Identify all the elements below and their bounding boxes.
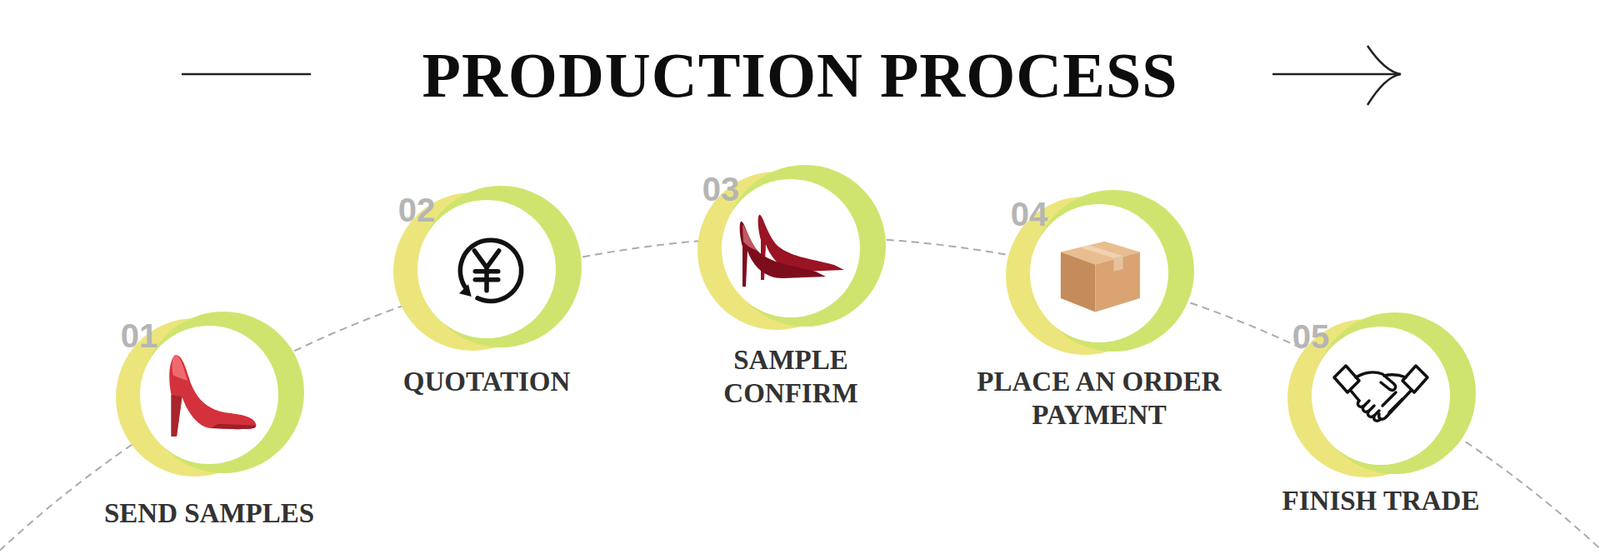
ring-inner: [721, 179, 860, 318]
handshake-icon: [1330, 354, 1431, 438]
yen-icon: [440, 223, 533, 315]
process-node: 02QUOTATION: [386, 177, 587, 361]
ring-inner: [140, 325, 279, 465]
process-node: 03SAMPLE CONFIRM: [690, 156, 891, 340]
title-arrow-line: [1272, 73, 1400, 76]
step-label: SEND SAMPLES: [104, 496, 315, 530]
step-number: 03: [702, 170, 740, 208]
title: PRODUCTION PROCESS: [0, 41, 1600, 109]
title-rule: [181, 73, 311, 76]
step-number: 05: [1292, 318, 1330, 355]
heel-icon: [155, 349, 264, 441]
connector-arc: [570, 240, 708, 260]
step-label: SAMPLE CONFIRM: [699, 343, 883, 410]
ring-inner: [1311, 326, 1450, 465]
process-node: 05FINISH TRADE: [1280, 304, 1481, 488]
step-number: 01: [120, 317, 159, 355]
step-label: QUOTATION: [403, 365, 570, 399]
ring-inner: [1030, 204, 1169, 343]
step-label: FINISH TRADE: [1282, 484, 1480, 518]
step-number: 04: [1010, 195, 1049, 233]
connector-arc: [874, 239, 1018, 257]
connector-arc: [1178, 299, 1310, 353]
title-arrowhead: [1367, 45, 1401, 105]
pumps-icon: [732, 206, 850, 290]
connector-arc: [283, 303, 410, 357]
box-icon: [1049, 227, 1150, 320]
process-node: 01SEND SAMPLES: [109, 303, 310, 487]
step-label: PLACE AN ORDER PAYMENT: [949, 365, 1250, 432]
ring-inner: [417, 200, 556, 339]
step-number: 02: [398, 191, 436, 229]
process-node: 04PLACE AN ORDER PAYMENT: [999, 181, 1200, 365]
